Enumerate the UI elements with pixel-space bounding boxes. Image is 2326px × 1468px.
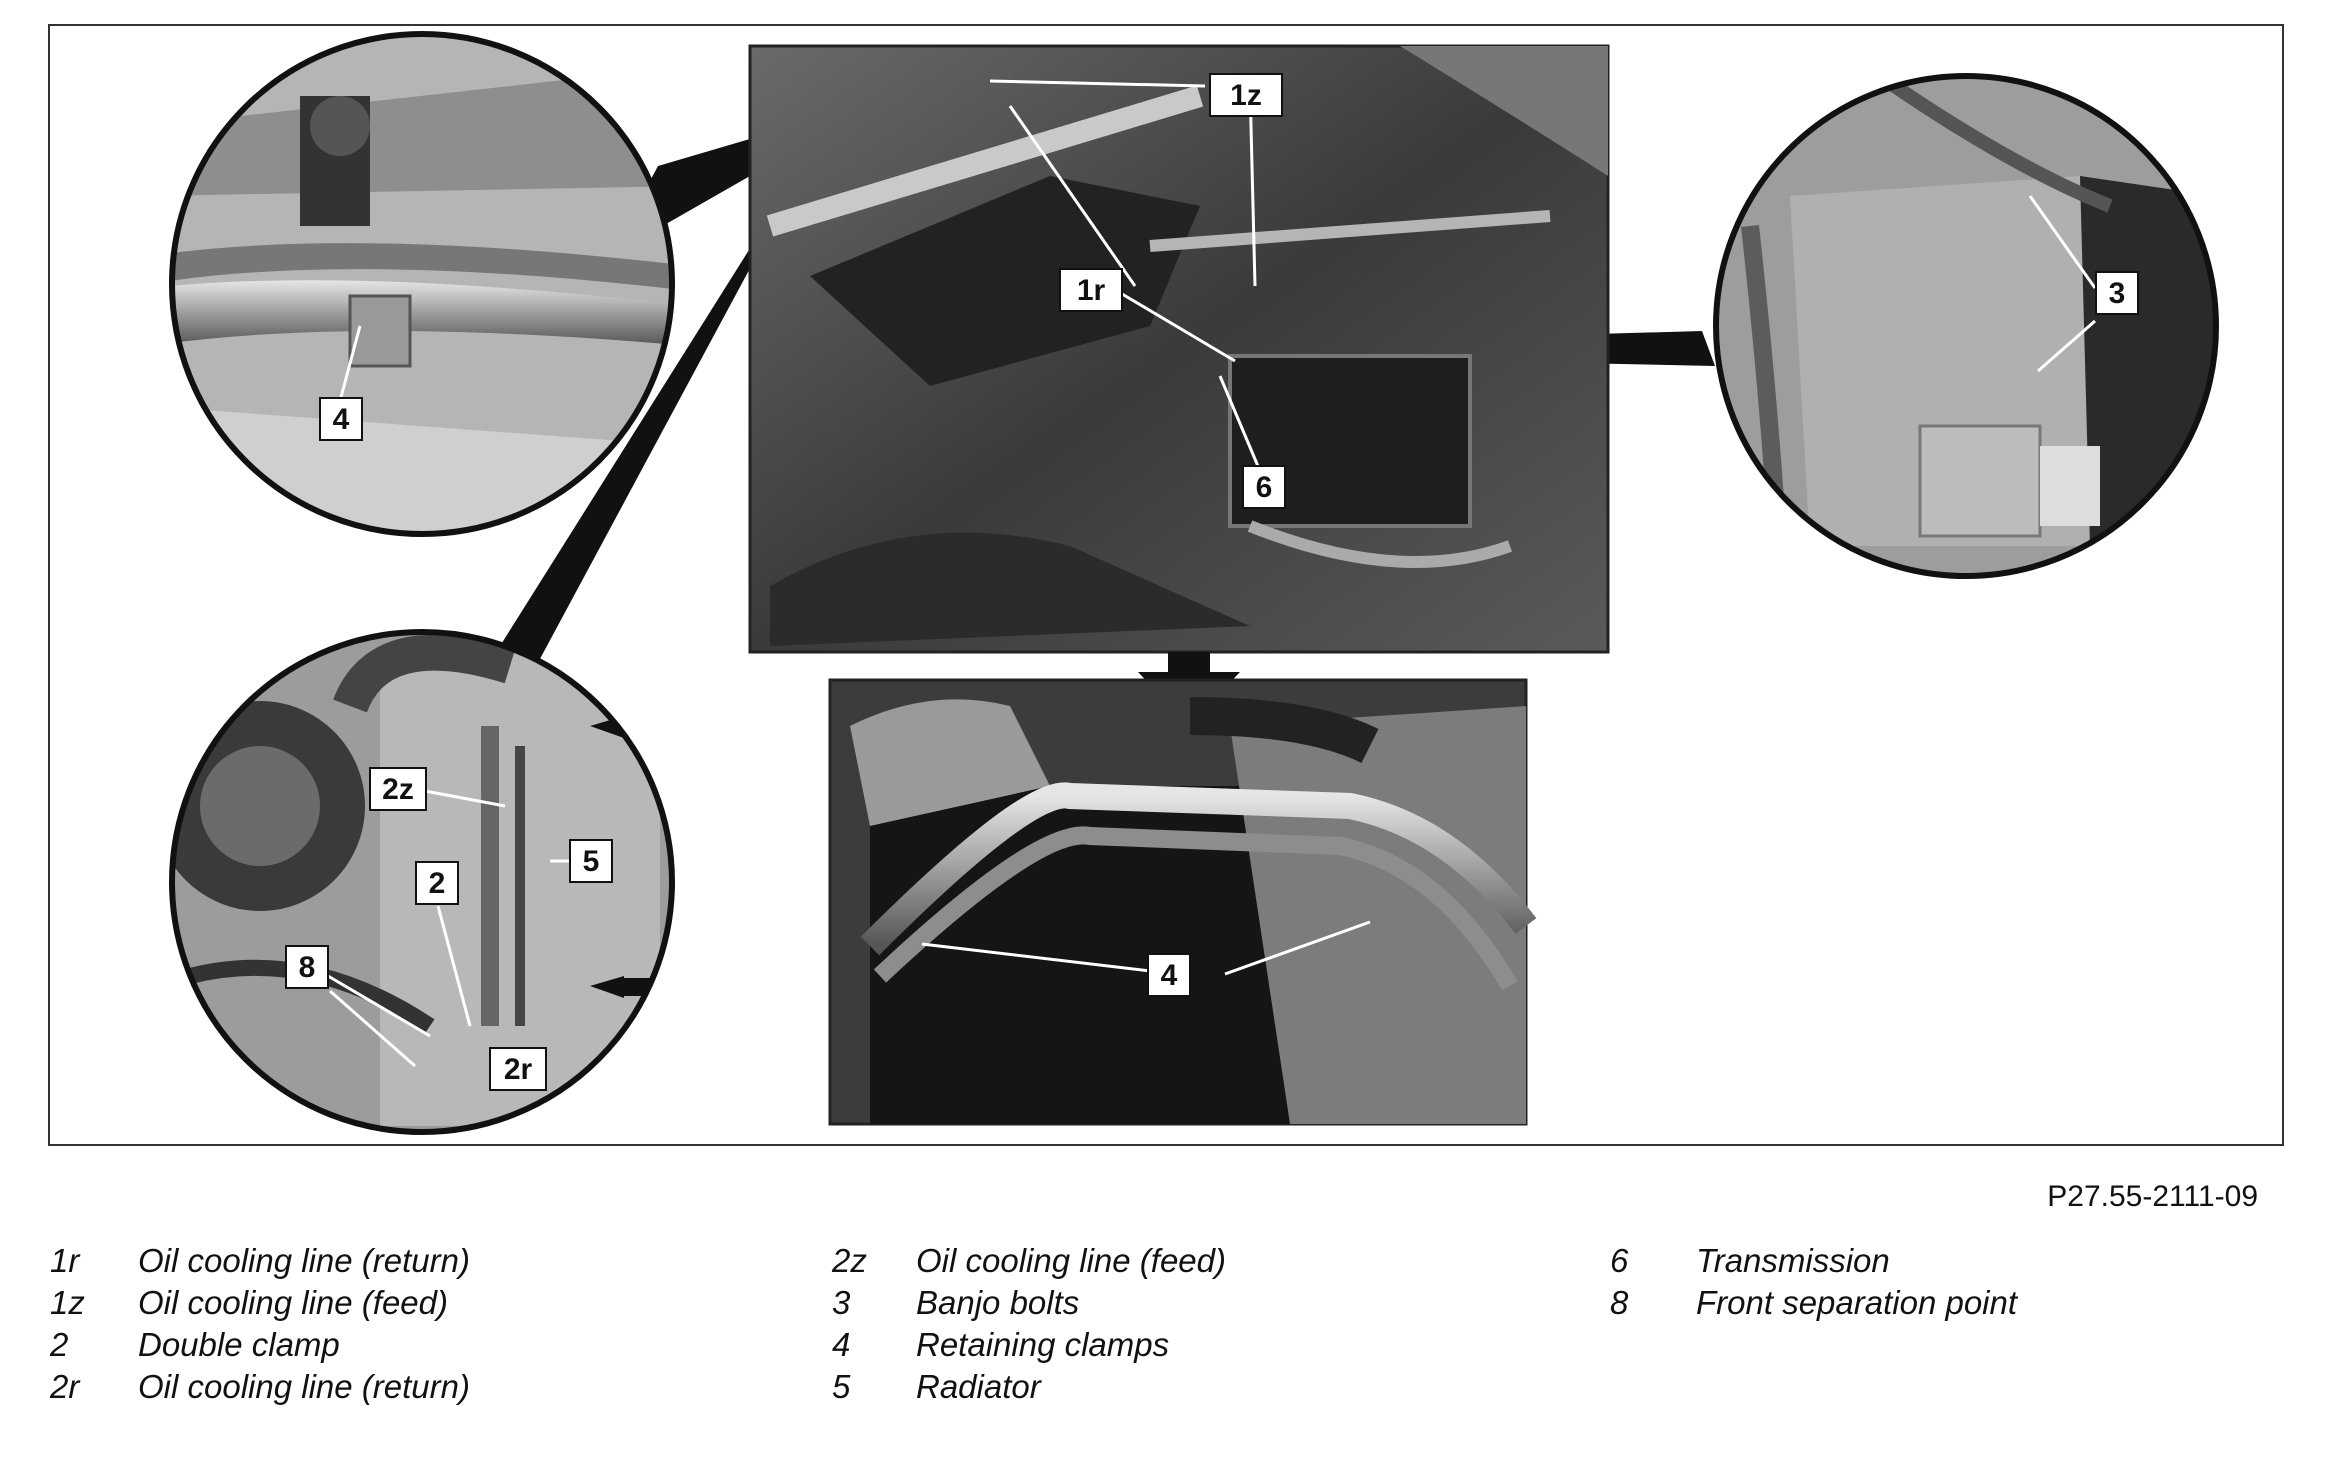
legend-text: Double clamp	[138, 1326, 340, 1363]
legend-text: Transmission	[1696, 1242, 1890, 1279]
callout-4-lower: 4	[1161, 959, 1178, 992]
callout-8: 8	[299, 951, 316, 984]
callout-6: 6	[1256, 471, 1273, 504]
legend-code: 6	[1610, 1242, 1629, 1279]
inset-radiator-lines: 2z 2 5 8 2r	[169, 629, 675, 1135]
legend-text: Oil cooling line (feed)	[916, 1242, 1226, 1279]
legend-code: 2r	[50, 1368, 80, 1405]
legend-text: Oil cooling line (return)	[138, 1242, 470, 1279]
figure-illustration: 1z 1r 6 4	[169, 31, 2219, 1135]
legend-code: 5	[832, 1368, 851, 1405]
legend-code: 1r	[50, 1242, 80, 1279]
legend-text: Oil cooling line (feed)	[138, 1284, 448, 1321]
callout-2: 2	[429, 867, 446, 900]
legend-text: Retaining clamps	[916, 1326, 1170, 1363]
figure-frame: 1z 1r 6 4	[48, 24, 2284, 1146]
legend-text: Banjo bolts	[916, 1284, 1080, 1321]
callout-1z: 1z	[1230, 79, 1262, 112]
callout-5: 5	[583, 845, 600, 878]
callout-4-detail: 4	[333, 403, 350, 436]
callout-3: 3	[2109, 277, 2126, 310]
legend-code: 3	[832, 1284, 851, 1321]
inset-banjo-bolts: 3	[1713, 73, 2219, 579]
zoom-wedge-bottom-left	[500, 242, 762, 670]
inset-clamp-detail: 4	[169, 31, 675, 537]
legend-code: 8	[1610, 1284, 1629, 1321]
legend-text: Oil cooling line (return)	[138, 1368, 470, 1405]
main-photo: 1z 1r 6	[748, 44, 1610, 654]
legend-code: 2	[50, 1326, 69, 1363]
callout-1r: 1r	[1077, 274, 1106, 307]
callout-2r: 2r	[504, 1053, 533, 1086]
callout-2z: 2z	[382, 773, 414, 806]
legend-text: Radiator	[916, 1368, 1041, 1405]
legend-code: 2z	[832, 1242, 867, 1279]
legend-code: 4	[832, 1326, 851, 1363]
figure-reference: P27.55-2111-09	[2047, 1180, 2258, 1213]
legend-code: 1z	[50, 1284, 85, 1321]
legend-text: Front separation point	[1696, 1284, 2018, 1321]
lower-photo: 4	[828, 678, 1537, 1126]
